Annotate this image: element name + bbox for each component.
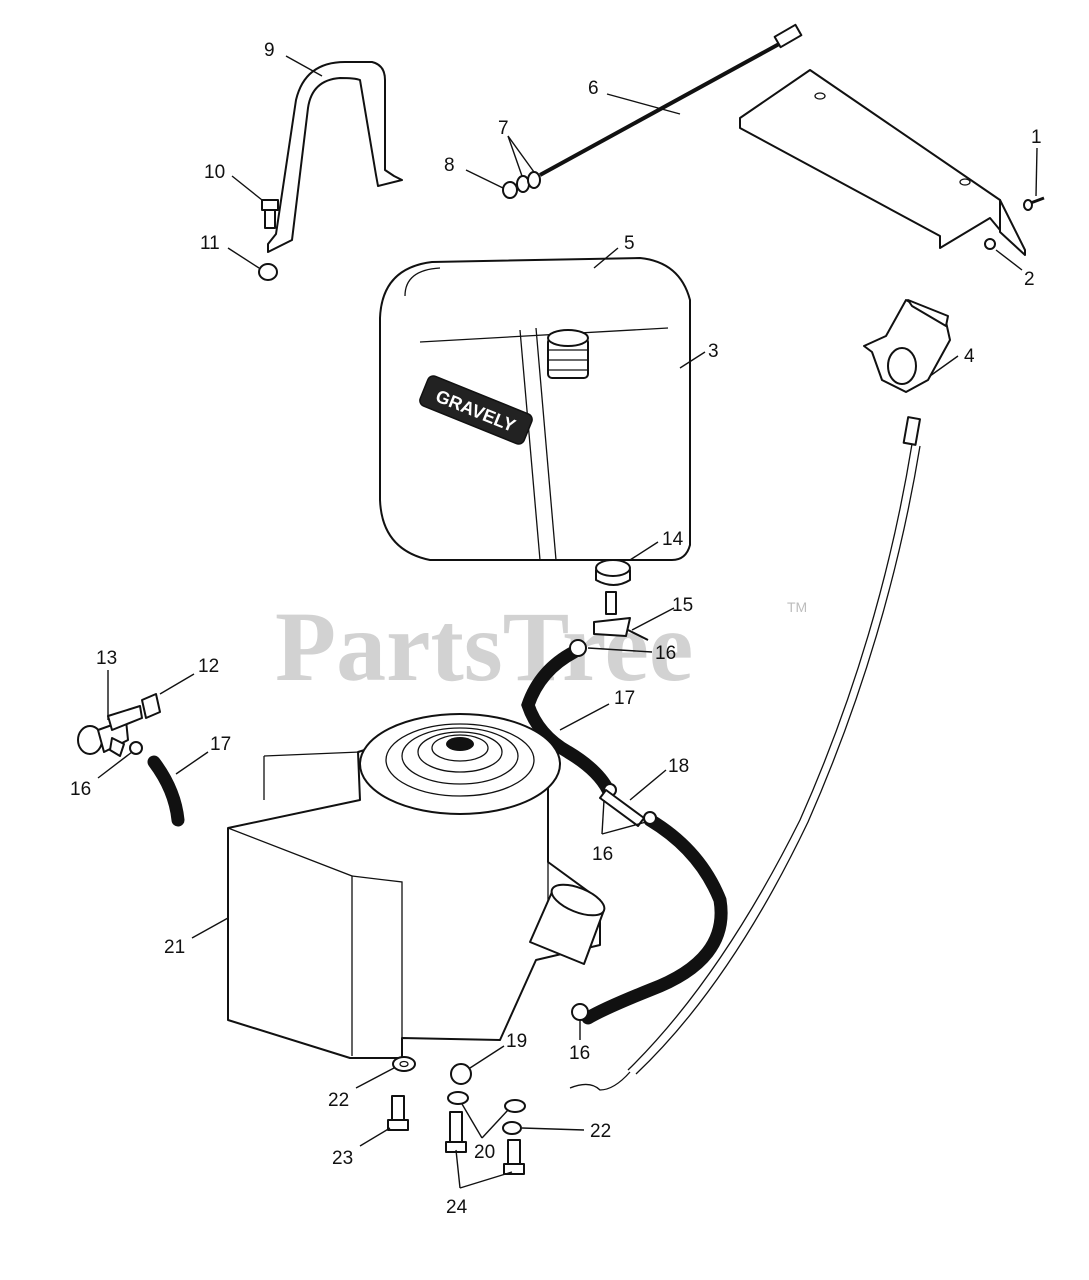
callout-16-valve[interactable]: 16 (655, 643, 676, 664)
callout-8[interactable]: 8 (444, 155, 455, 176)
part-nut-2[interactable] (984, 238, 996, 250)
callout-4[interactable]: 4 (964, 346, 975, 367)
part-shutoff-lever[interactable] (863, 299, 951, 446)
callout-6[interactable]: 6 (588, 78, 599, 99)
callout-13[interactable]: 13 (96, 648, 117, 669)
callout-17-short[interactable]: 17 (210, 734, 231, 755)
part-control-cable[interactable] (539, 23, 803, 177)
callout-15[interactable]: 15 (672, 595, 693, 616)
part-nut-8[interactable] (502, 181, 518, 199)
part-mounting-bracket[interactable] (739, 69, 1026, 256)
callout-11[interactable]: 11 (200, 233, 220, 254)
part-fuel-line (569, 443, 921, 1091)
callout-12[interactable]: 12 (198, 656, 219, 677)
callout-20[interactable]: 20 (474, 1142, 495, 1163)
callout-5[interactable]: 5 (624, 233, 635, 254)
watermark: PartsTree (275, 591, 693, 702)
part-screw-1[interactable] (1023, 196, 1045, 211)
part-fuel-filter[interactable] (599, 789, 645, 827)
part-tank-strap[interactable] (267, 61, 403, 253)
part-bolts-24[interactable] (445, 1111, 525, 1175)
callout-7[interactable]: 7 (498, 118, 509, 139)
callout-leaders (97, 55, 1038, 1189)
callout-22-right[interactable]: 22 (590, 1121, 611, 1142)
part-engine[interactable] (227, 713, 608, 1059)
callout-16-bottom[interactable]: 16 (569, 1043, 590, 1064)
part-fuel-hose-main[interactable] (521, 645, 728, 1025)
part-nut-11[interactable] (258, 263, 278, 281)
part-fuel-tank[interactable]: GRAVELY (379, 257, 691, 561)
callout-24[interactable]: 24 (446, 1197, 468, 1218)
callout-18[interactable]: 18 (668, 756, 689, 777)
part-washer-22-right[interactable] (502, 1121, 522, 1135)
part-bolt-23[interactable] (387, 1095, 409, 1131)
callout-9[interactable]: 9 (264, 40, 275, 61)
callout-16-left[interactable]: 16 (70, 779, 91, 800)
callout-10[interactable]: 10 (204, 162, 225, 183)
callout-23[interactable]: 23 (332, 1148, 353, 1169)
callout-22-left[interactable]: 22 (328, 1090, 349, 1111)
callout-19[interactable]: 19 (506, 1031, 527, 1052)
part-elbow-12[interactable] (141, 693, 161, 719)
callout-2[interactable]: 2 (1024, 269, 1035, 290)
part-bolt-10[interactable] (261, 199, 279, 229)
callout-16-filter[interactable]: 16 (592, 844, 613, 865)
watermark-trademark: TM (787, 599, 807, 615)
callout-14[interactable]: 14 (662, 529, 684, 550)
part-nut-19[interactable] (450, 1063, 472, 1085)
part-washer-22-left[interactable] (392, 1056, 416, 1072)
part-washers-7[interactable] (516, 171, 541, 193)
part-washers-20[interactable] (447, 1091, 526, 1113)
part-fuel-hose-short[interactable] (147, 755, 185, 827)
callout-21[interactable]: 21 (164, 937, 185, 958)
part-fuel-valve[interactable] (593, 591, 649, 641)
part-clamp-16-left[interactable] (129, 741, 143, 755)
callout-3[interactable]: 3 (708, 341, 719, 362)
callout-1[interactable]: 1 (1031, 127, 1042, 148)
part-tee-fitting[interactable] (77, 705, 143, 757)
callout-17-main[interactable]: 17 (614, 688, 635, 709)
part-grommet[interactable] (595, 559, 631, 586)
